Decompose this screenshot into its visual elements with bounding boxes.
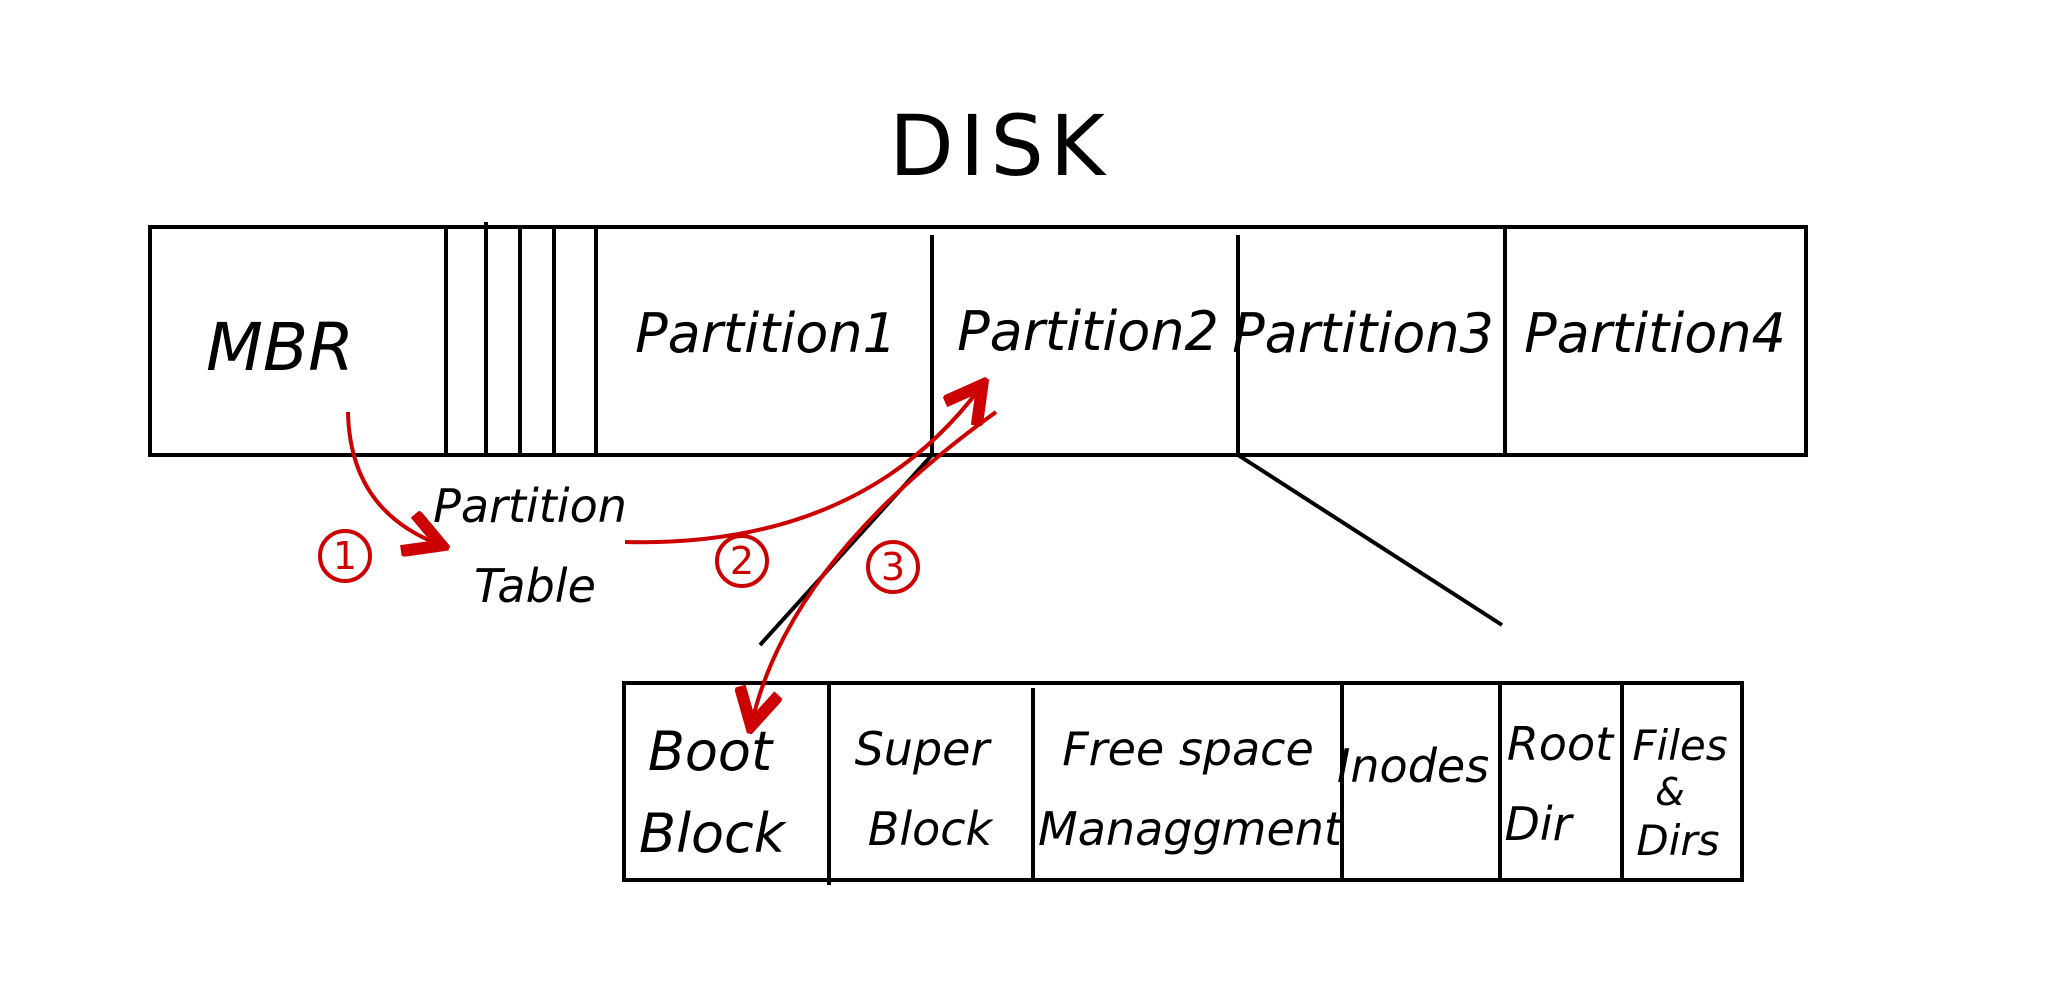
partition2-label: Partition2 (957, 300, 1219, 363)
files-dirs-label-line1: Files (1632, 721, 1727, 770)
partition-table-label-line1: Partition (433, 479, 627, 533)
step1-arrow (346, 411, 438, 544)
files-dirs-label-line2: & (1655, 770, 1685, 814)
boot-block-label-line2: Block (639, 802, 788, 865)
step1-number: 1 (333, 534, 357, 578)
super-block-label-line1: Super (855, 722, 993, 776)
partition3-label: Partition3 (1232, 302, 1494, 365)
partition-table-label-line2: Table (474, 559, 596, 613)
step3-number: 3 (881, 545, 905, 589)
step1-circle (318, 529, 372, 583)
boot-block-label-line1: Boot (648, 720, 774, 783)
inodes-label: Inodes (1337, 739, 1489, 793)
partition1-label: Partition1 (635, 302, 897, 365)
partition4-label: Partition4 (1524, 302, 1786, 365)
step3-circle (866, 540, 920, 594)
step2-arrow (624, 388, 980, 545)
disk-box (148, 225, 1808, 457)
root-dir-label-line1: Root (1507, 717, 1615, 771)
step2-circle (715, 534, 769, 588)
diagram-title: DISK (889, 97, 1111, 195)
free-space-label-line1: Free space (1062, 722, 1314, 776)
step2-number: 2 (730, 539, 754, 583)
free-space-label-line2: Managgment (1038, 802, 1344, 856)
zoom-line-right (1236, 453, 1504, 627)
root-dir-label-line2: Dir (1504, 797, 1574, 851)
super-block-label-line2: Block (868, 802, 995, 856)
files-dirs-label-line3: Dirs (1636, 816, 1719, 865)
step3-arrow (752, 410, 998, 722)
mbr-label: MBR (206, 309, 354, 386)
partition-detail-box (622, 681, 1744, 882)
